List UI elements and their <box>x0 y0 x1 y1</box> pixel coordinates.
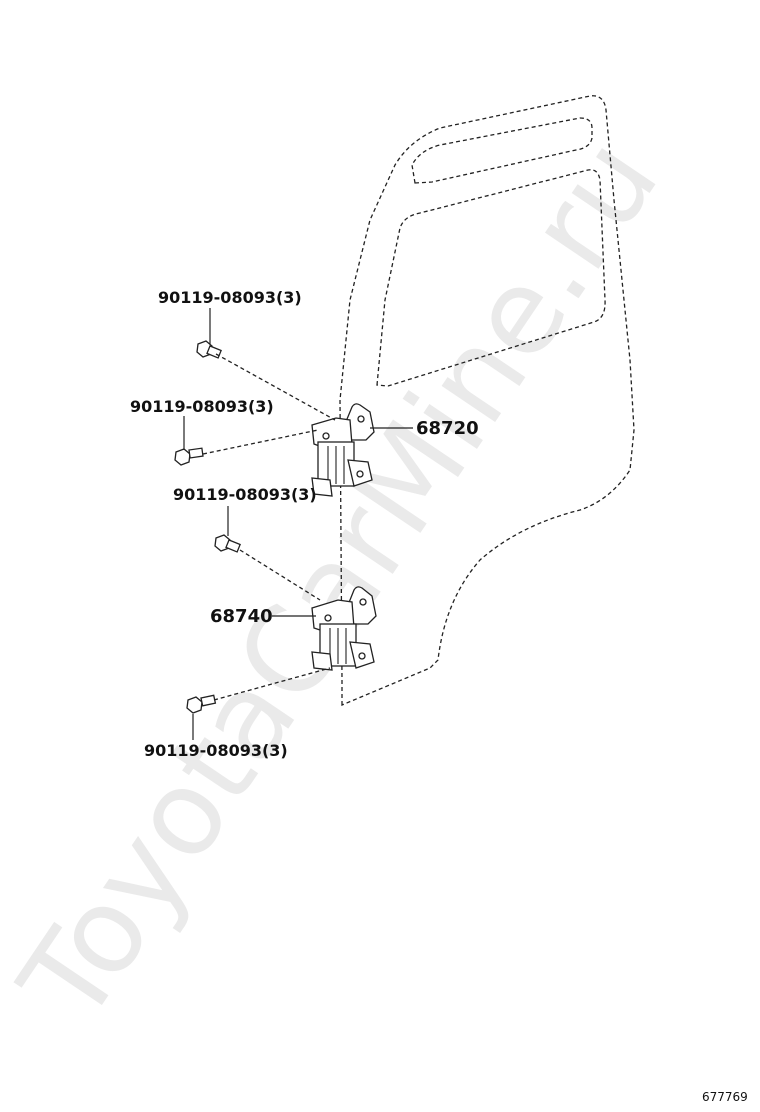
bolt-3 <box>214 534 241 553</box>
watermark: ToyotaCarMine.ru <box>0 114 685 1047</box>
part-label-hinge-lower: 68740 <box>210 606 273 627</box>
bolt-4 <box>186 694 217 714</box>
part-label-hinge-upper: 68720 <box>416 418 479 439</box>
hinge-lower <box>311 586 377 671</box>
bolt-label-3: 90119-08093(3) <box>173 485 317 504</box>
bolt-label-4: 90119-08093(3) <box>144 741 288 760</box>
diagram-id: 677769 <box>702 1090 748 1104</box>
leader-lines <box>183 308 413 740</box>
bolt-label-2: 90119-08093(3) <box>130 397 274 416</box>
bolt-2 <box>174 447 204 466</box>
alignment-lines <box>202 353 336 701</box>
hinge-upper <box>311 403 375 497</box>
door-outline <box>339 95 635 706</box>
bolt-label-1: 90119-08093(3) <box>158 288 302 307</box>
